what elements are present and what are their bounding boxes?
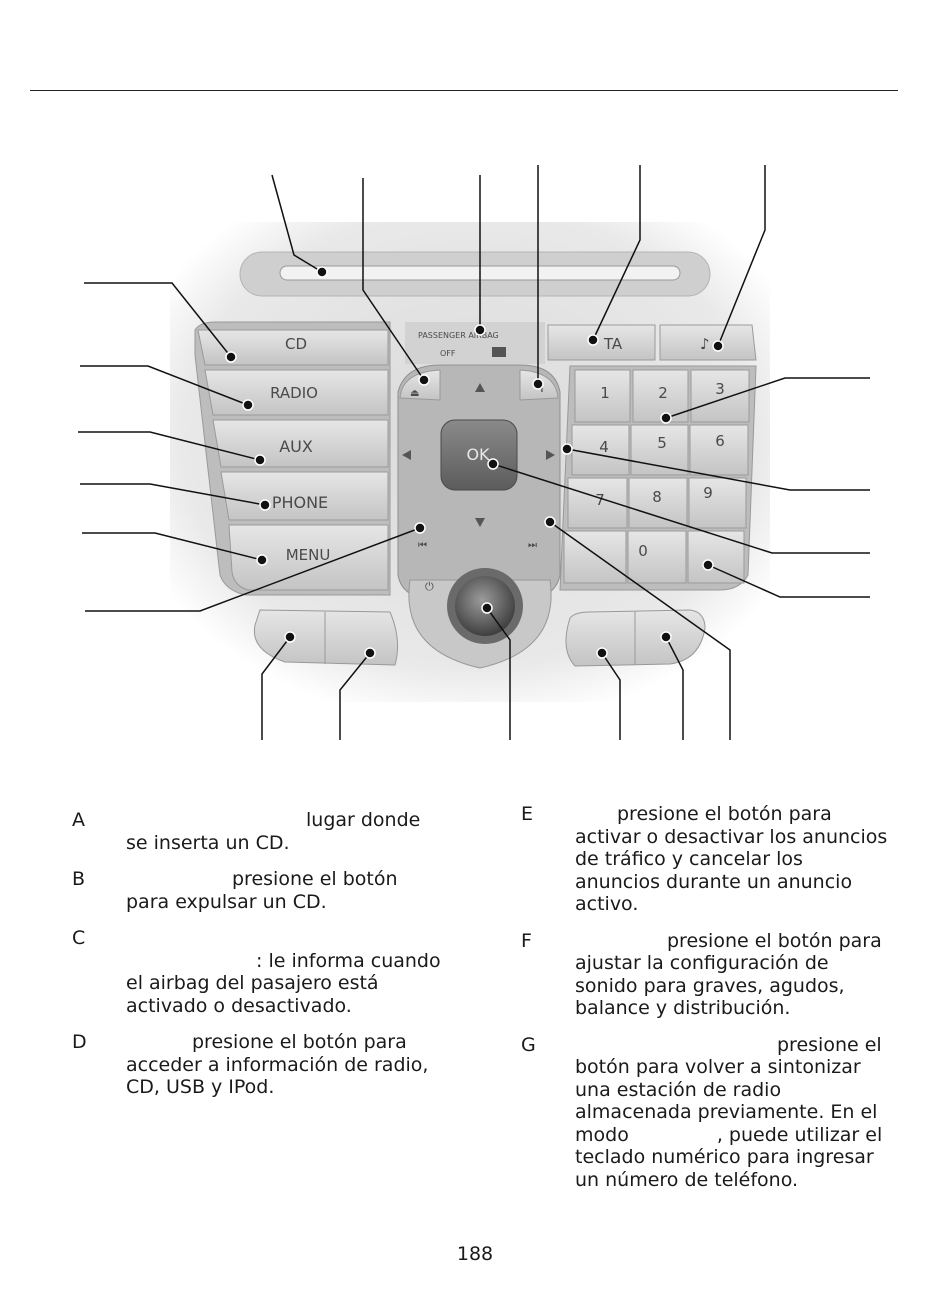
- callout-lines: [78, 165, 870, 740]
- callout-dots: [225, 266, 724, 659]
- entry-letter: E: [521, 803, 534, 825]
- entry-line: acceder a información de radio,: [126, 1053, 429, 1076]
- entry-line: una estación de radio: [575, 1078, 782, 1101]
- entry-a: A lugar donde se inserta un CD.: [72, 809, 452, 854]
- entry-line-split: modo , puede utilizar el: [575, 1124, 921, 1147]
- entry-line: anuncios durante un anuncio: [575, 870, 853, 893]
- entry-line: lugar donde: [306, 809, 421, 831]
- right-column: E presione el botón para activar o desac…: [521, 803, 921, 1205]
- entry-line: activado o desactivado.: [126, 994, 352, 1017]
- entry-line: presione el botón: [232, 868, 398, 890]
- power-icon: ⏻: [425, 580, 434, 593]
- entry-line: sonido para graves, agudos,: [575, 974, 845, 997]
- page-number: 188: [456, 1243, 494, 1265]
- cd-button-label: CD: [285, 335, 307, 353]
- entry-line: presione el botón para: [617, 803, 832, 825]
- entry-letter: F: [521, 929, 532, 952]
- music-note-icon: ♪: [700, 335, 710, 353]
- key-7-label: 7: [595, 491, 605, 509]
- key-6-label: 6: [715, 432, 725, 450]
- entry-f: F presione el botón para ajustar la conf…: [521, 930, 921, 1020]
- ta-button: [547, 324, 656, 361]
- entry-line: : le informa cuando: [256, 949, 441, 972]
- audio-unit-figure: CD RADIO AUX PHONE MENU PASSENGER AIRBAG…: [0, 160, 950, 750]
- airbag-off-label: OFF: [440, 349, 456, 358]
- arrow-left-icon: [402, 450, 411, 460]
- airbag-label: PASSENGER AIRBAG: [418, 331, 499, 340]
- entry-e: E presione el botón para activar o desac…: [521, 803, 921, 916]
- entry-line: presione el botón para: [667, 929, 882, 952]
- seek-back-icon: ⏮: [418, 540, 427, 551]
- entry-fragment: , puede utilizar el: [716, 1123, 883, 1146]
- key-9-label: 9: [703, 484, 713, 502]
- header-rule: [30, 90, 898, 91]
- radio-button-label: RADIO: [270, 384, 318, 402]
- entry-g: G presione el botón para volver a sinton…: [521, 1034, 921, 1192]
- entry-line: activar o desactivar los anuncios: [575, 825, 888, 848]
- entry-letter: A: [72, 809, 85, 831]
- entry-line: de tráfico y cancelar los: [575, 848, 803, 870]
- entry-line: el airbag del pasajero está: [126, 972, 379, 994]
- entry-letter: B: [72, 868, 86, 890]
- ta-button-label: TA: [603, 335, 623, 353]
- entry-line: presione el botón para: [192, 1031, 407, 1053]
- key-3-label: 3: [715, 380, 725, 398]
- key-1-label: 1: [600, 384, 610, 402]
- ok-button: [440, 419, 518, 491]
- key-8-label: 8: [652, 488, 662, 506]
- key-5-label: 5: [657, 434, 667, 452]
- entry-line: CD, USB y IPod.: [126, 1076, 275, 1098]
- entry-d: D presione el botón para acceder a infor…: [72, 1031, 452, 1099]
- left-buttons: [197, 329, 389, 591]
- menu-button-label: MENU: [286, 546, 331, 564]
- entry-line: almacenada previamente. En el: [575, 1101, 878, 1123]
- audio-unit-illustration: CD RADIO AUX PHONE MENU PASSENGER AIRBAG…: [78, 165, 870, 740]
- seek-forward-icon: ⏭: [528, 540, 537, 551]
- entry-c: C : le informa cuando el airbag del pasa…: [72, 927, 452, 1017]
- arrow-down-icon: [475, 518, 485, 527]
- key-4-label: 4: [599, 438, 609, 456]
- entry-fragment: modo: [575, 1123, 629, 1146]
- key-0-label: 0: [638, 542, 648, 560]
- arrow-up-icon: [475, 383, 485, 392]
- entry-line: activo.: [575, 893, 639, 915]
- phone-button-label: PHONE: [272, 493, 328, 512]
- key-2-label: 2: [658, 384, 668, 402]
- arrow-right-icon: [546, 450, 555, 460]
- sound-button: [659, 324, 757, 361]
- eject-icon: ⏏: [410, 388, 419, 399]
- eject-button: [399, 369, 441, 401]
- ok-button-label: OK: [466, 445, 490, 464]
- airbag-on-icon: [492, 347, 506, 357]
- entry-letter: D: [72, 1031, 87, 1053]
- entry-line: se inserta un CD.: [126, 831, 290, 854]
- entry-line: balance y distribución.: [575, 997, 791, 1019]
- entry-line: presione el: [777, 1033, 882, 1056]
- entry-line: para expulsar un CD.: [126, 890, 327, 913]
- entry-b: B presione el botón para expulsar un CD.: [72, 868, 452, 913]
- entry-line: botón para volver a sintonizar: [575, 1056, 861, 1078]
- entry-letter: C: [72, 927, 86, 949]
- bottom-left-keys: [253, 609, 399, 666]
- entry-line: teclado numérico para ingresar: [575, 1146, 874, 1168]
- entry-line: un número de teléfono.: [575, 1168, 799, 1191]
- left-column: A lugar donde se inserta un CD. B presio…: [72, 809, 452, 1113]
- aux-button-label: AUX: [279, 437, 313, 456]
- entry-line: ajustar la configuración de: [575, 952, 829, 974]
- entry-letter: G: [521, 1033, 536, 1056]
